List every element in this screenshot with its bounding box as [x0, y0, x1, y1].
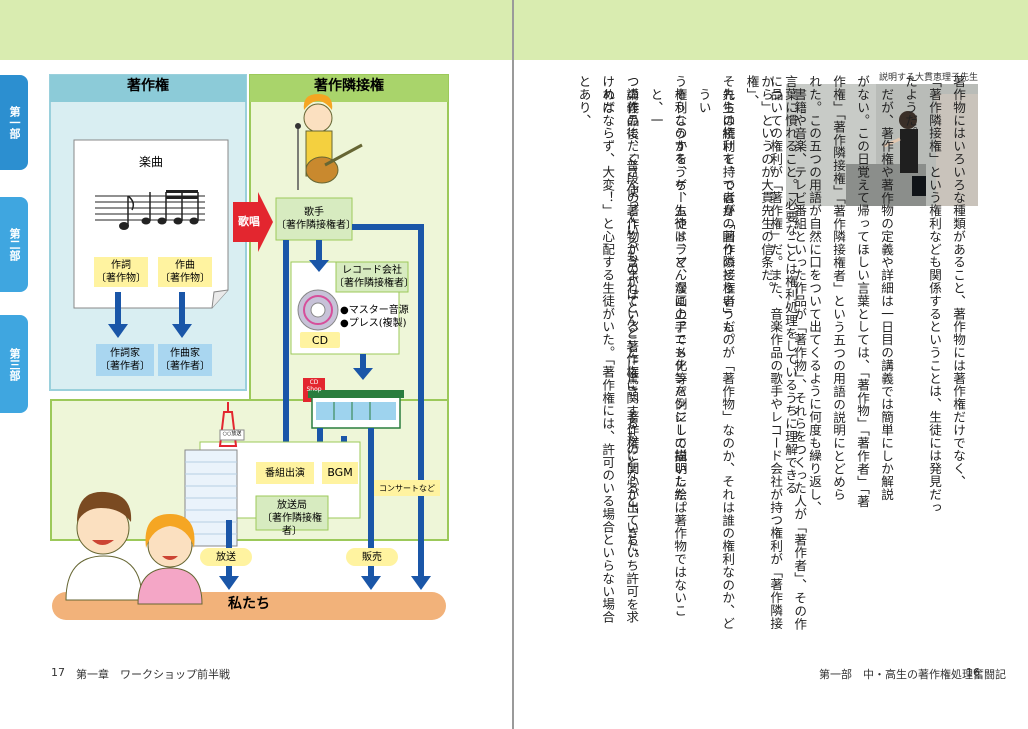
broadcast-label: 放送 — [216, 552, 236, 563]
tab-part-3[interactable]: 第三部 — [0, 315, 28, 413]
broadcast-pill — [200, 548, 252, 566]
composer-box — [158, 344, 212, 376]
concert-label: コンサートなど — [379, 484, 435, 493]
singing-arrow — [233, 192, 273, 252]
people-illustration — [65, 491, 203, 605]
body-paragraph-6: 作権」「著作隣接権」「著作隣接権者」という五つの用語の説明にとどめら — [831, 75, 846, 501]
lyricist-label: 作詞家 〔著作者〕 — [100, 348, 150, 372]
record-company-label: レコード会社 〔著作隣接権者〕 — [334, 265, 414, 289]
composition-label: 作曲 〔著作物〕 — [160, 260, 210, 284]
cd-shop-icon — [303, 378, 404, 429]
body-paragraph-12: それらの権利を持つ者が「著作隣接権者」だ。 — [720, 75, 736, 346]
body-paragraph-4: だが、著作権や著作物の定義や詳細は一日目の講義では簡単にしか解説 — [879, 88, 894, 501]
right-header-band — [514, 0, 1028, 60]
body-paragraph-15: そうこうするうち、生徒は、どんなに上手でもチンパンジーの描いた絵は著作物ではない… — [648, 88, 688, 617]
right-running-footer: 第一部 中・高生の著作権処理奮闘記 — [819, 668, 1006, 681]
lyrics-box — [94, 257, 148, 287]
neighboring-rights-title: 著作隣接権 — [314, 78, 384, 94]
body-paragraph-18: ければならず、大変！」と心配する生徒がいた。「著作権には、許可のいる場合といらな… — [576, 75, 616, 624]
left-header-band — [0, 0, 513, 60]
sales-pill — [346, 548, 398, 566]
lyricist-box — [96, 344, 154, 376]
tv-appearance-label: 番組出演 — [265, 468, 305, 479]
tab-part-3-label: 第三部 — [8, 347, 21, 381]
music-title: 楽曲 — [138, 155, 163, 169]
concert-box — [374, 480, 440, 496]
body-paragraph-17: 講義の後、「普段使っているものがほとんど著作権に関するものとなると、いちいち許可… — [600, 88, 640, 624]
copyright-title: 著作権 — [127, 78, 169, 94]
body-paragraph-3: たようだ。 — [903, 75, 918, 140]
tower-sign: ○○放送 — [222, 431, 242, 437]
body-paragraph-13: 先生は続けて、では身の回りのどういうものが「著作物」なのか、それは誰の権利なのか… — [696, 88, 736, 630]
body-paragraph-5: がない。この日覚えて帰ってほしい言葉としては、「著作物」「著作者」「著 — [855, 75, 870, 508]
cd-shop-sign: CD Shop — [306, 379, 322, 393]
us-label: 私たち — [228, 596, 270, 612]
bgm-label: BGM — [327, 466, 353, 479]
composer-label: 作曲家 〔著作者〕 — [160, 348, 210, 372]
tab-part-1-label: 第一部 — [8, 106, 21, 139]
left-page-number: 17 — [51, 666, 65, 679]
body-paragraph-2: 「著作隣接権」という権利なども関係するということは、生徒には発見だっ — [927, 75, 942, 514]
body-paragraph-14: う権利なのかを、ゲームやドラマ、漫画のアニメ化等を例にして説明した。 — [672, 75, 688, 514]
tab-part-1[interactable]: 第一部 — [0, 75, 28, 170]
neighboring-rights-header — [250, 75, 448, 102]
bgm-box — [322, 462, 358, 484]
copyright-diagram — [49, 74, 449, 620]
body-paragraph-10: 書籍や音楽、テレビ番組といった作品が「著作物」、それらをつくった人が「著作者」、… — [768, 88, 808, 631]
body-paragraph-1: 著作物にはいろいろな種類があること、著作物には著作権だけでなく、 — [951, 75, 966, 488]
photo-caption: 説明する大貫恵理子先生 — [879, 73, 979, 83]
music-notes — [119, 190, 199, 230]
body-paragraph-11: についての権利が「著作権」だ。また、音楽作品の歌手やレコード会社が持つ権利が「著… — [744, 75, 784, 630]
cd-label: CD — [311, 334, 329, 347]
right-page-number: 16 — [966, 666, 980, 679]
tab-part-2[interactable]: 第二部 — [0, 197, 28, 292]
tab-part-2-label: 第二部 — [8, 228, 21, 261]
body-paragraph-16: つの作品にたくさんの著作物が含まれていることに驚き、著作権に関心が出てきた。 — [624, 75, 640, 566]
lyrics-label: 作詞 〔著作物〕 — [96, 260, 146, 284]
singer-box — [275, 197, 353, 241]
singing-label: 歌唱 — [238, 215, 260, 228]
body-paragraph-7: れた。この五つの用語が自然に口をついて出てくるように何度も繰り返し、 — [807, 75, 822, 514]
sales-label: 販売 — [362, 552, 382, 563]
body-paragraph-8: 言葉に慣れること。「必要なことは権利処理をしているうちに理解できる — [783, 75, 798, 495]
lecture-photo — [786, 84, 978, 206]
copyright-header — [50, 75, 246, 102]
master-label: ●マスター音源 ●プレス(複製) — [340, 305, 409, 329]
left-running-footer: 第一章 ワークショップ前半戦 — [76, 668, 230, 681]
left-page: 第一部 第二部 第三部 — [0, 0, 513, 729]
composition-box — [158, 257, 212, 287]
singer-illustration — [295, 94, 363, 190]
page-spine — [512, 0, 514, 729]
tv-appearance-box — [256, 462, 314, 484]
singer-label: 歌手 〔著作隣接権者〕 — [276, 207, 356, 231]
broadcaster-box — [255, 495, 329, 531]
broadcaster-label: 放送局 〔著作隣接権者〕 — [262, 500, 322, 537]
right-page: 説明する大貫恵理子先生 著作物にはいろいろな種類があること、著作物には著作権だけ… — [514, 0, 1028, 729]
body-paragraph-9: から」というのが大貫先生の信条だ。 — [759, 75, 774, 295]
